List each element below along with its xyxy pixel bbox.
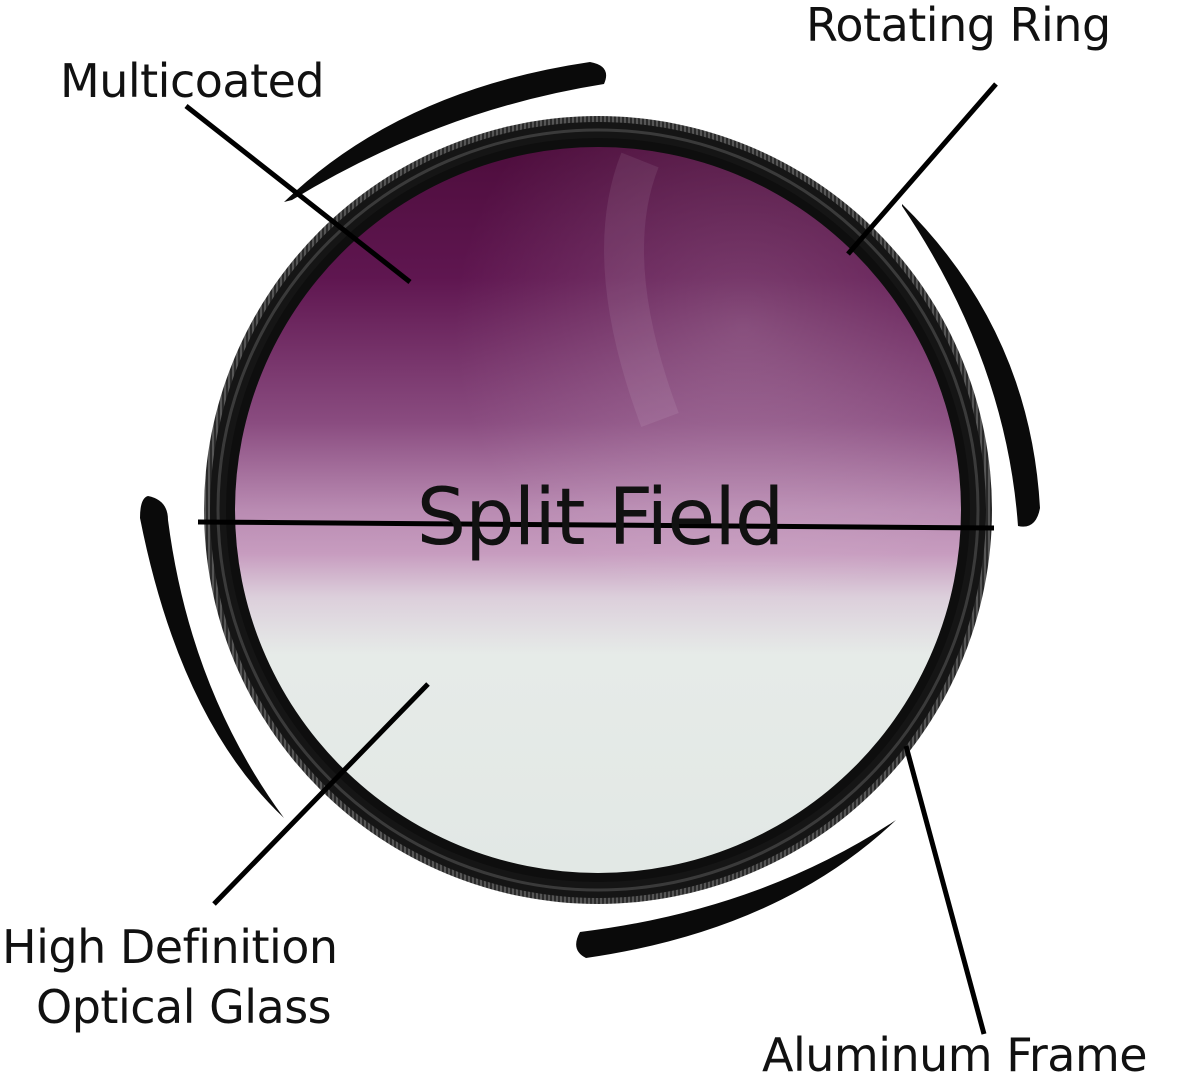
aluminum-frame-label: Aluminum Frame (762, 1028, 1148, 1082)
hd-glass-label-line2: Optical Glass (36, 979, 332, 1034)
rotation-arrow-icon (140, 62, 1040, 958)
glass-sheen (235, 147, 961, 873)
glass-highlight-arc (604, 152, 679, 428)
leader-hd-glass (212, 682, 430, 906)
hd-optical-glass-label: High Definition Optical Glass (2, 918, 338, 1038)
rotating-ring-label: Rotating Ring (806, 0, 1111, 52)
filter-lens-icon (204, 116, 992, 904)
leader-lines (184, 82, 998, 1035)
split-field-label: Split Field (416, 473, 785, 563)
rotating-ring-band (216, 128, 980, 892)
swoosh-top-left (284, 62, 607, 202)
swoosh-right (902, 204, 1040, 527)
leader-aluminum-frame (903, 745, 987, 1035)
leader-multicoated (184, 104, 412, 284)
leader-split-field (197, 519, 995, 531)
multicoated-label: Multicoated (60, 54, 325, 108)
leader-rotating-ring (846, 82, 998, 256)
swoosh-bottom (576, 820, 896, 958)
swoosh-left (140, 496, 284, 818)
hd-glass-label-line1: High Definition (2, 920, 338, 974)
